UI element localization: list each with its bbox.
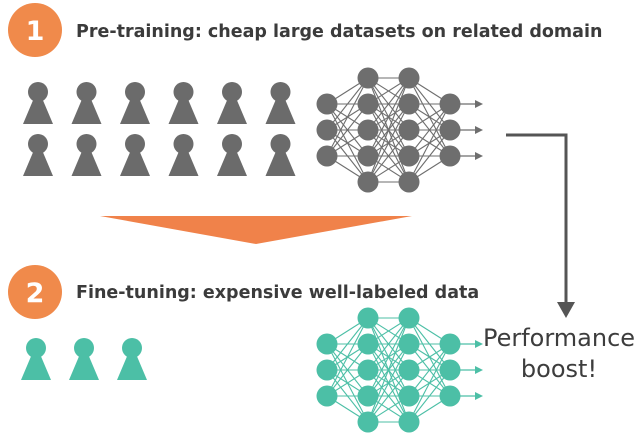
network-node bbox=[439, 359, 461, 381]
network-edge bbox=[408, 103, 451, 183]
step2-badge bbox=[8, 265, 62, 319]
network-node bbox=[398, 93, 420, 115]
network-node bbox=[316, 385, 338, 407]
network-edge bbox=[408, 369, 451, 423]
network-node bbox=[357, 145, 379, 167]
output-arrowhead bbox=[475, 340, 483, 348]
person-icon bbox=[71, 134, 102, 176]
network-edge bbox=[367, 317, 410, 397]
pretrain-network bbox=[316, 67, 483, 193]
person-icon bbox=[217, 134, 247, 176]
network-nodes bbox=[316, 307, 461, 433]
finetune-network bbox=[316, 307, 483, 433]
person-icon bbox=[120, 134, 150, 176]
network-edge bbox=[326, 317, 369, 371]
down-arrow-banner bbox=[100, 216, 412, 244]
step1-title: Pre-training: cheap large datasets on re… bbox=[76, 22, 602, 42]
network-edge bbox=[367, 103, 410, 183]
step1-number: 1 bbox=[26, 16, 45, 47]
step2-header: 2 Fine-tuning: expensive well-labeled da… bbox=[8, 265, 479, 319]
network-node bbox=[439, 333, 461, 355]
connector-line bbox=[506, 133, 568, 303]
network-node bbox=[357, 307, 379, 329]
output-arrowhead bbox=[475, 366, 483, 374]
network-node bbox=[398, 333, 420, 355]
network-node bbox=[439, 93, 461, 115]
result-label: Performance boost! bbox=[483, 324, 635, 383]
person-icon bbox=[168, 134, 199, 176]
network-node bbox=[357, 67, 379, 89]
network-node bbox=[357, 359, 379, 381]
person-icon bbox=[69, 338, 99, 380]
network-node bbox=[316, 145, 338, 167]
connector-arrowhead bbox=[557, 302, 575, 318]
network-node bbox=[357, 333, 379, 355]
network-node bbox=[398, 411, 420, 433]
person-icon bbox=[23, 82, 53, 124]
network-node bbox=[316, 333, 338, 355]
pretrain-people-group bbox=[23, 82, 296, 176]
network-edge bbox=[408, 103, 451, 157]
finetune-people-group bbox=[21, 338, 147, 380]
person-icon bbox=[120, 82, 150, 124]
network-node bbox=[398, 385, 420, 407]
network-node bbox=[316, 359, 338, 381]
network-edge bbox=[408, 343, 451, 397]
network-edge bbox=[367, 77, 410, 131]
network-node bbox=[398, 307, 420, 329]
result-line1: Performance bbox=[483, 324, 635, 352]
result-line2: boost! bbox=[521, 355, 597, 383]
network-node bbox=[439, 145, 461, 167]
network-node bbox=[357, 411, 379, 433]
step1-header: 1 Pre-training: cheap large datasets on … bbox=[8, 3, 602, 57]
step2-title: Fine-tuning: expensive well-labeled data bbox=[76, 283, 479, 303]
network-edge bbox=[408, 129, 451, 183]
network-edge bbox=[367, 77, 410, 183]
output-arrowhead bbox=[475, 100, 483, 108]
network-node bbox=[316, 93, 338, 115]
network-edge bbox=[326, 77, 369, 157]
network-edge bbox=[326, 343, 369, 397]
network-node bbox=[398, 67, 420, 89]
person-icon bbox=[71, 82, 102, 124]
network-edge bbox=[367, 343, 410, 423]
output-arrowhead bbox=[475, 152, 483, 160]
network-edge bbox=[367, 317, 410, 371]
network-edge bbox=[326, 77, 369, 131]
network-node bbox=[439, 385, 461, 407]
step2-number: 2 bbox=[26, 278, 45, 309]
step1-badge bbox=[8, 3, 62, 57]
network-edge bbox=[326, 317, 369, 397]
person-icon bbox=[21, 338, 51, 380]
network-node bbox=[439, 119, 461, 141]
connector-arrow bbox=[506, 133, 575, 318]
network-node bbox=[357, 119, 379, 141]
network-node bbox=[316, 119, 338, 141]
network-node bbox=[398, 145, 420, 167]
network-edge bbox=[367, 317, 410, 423]
network-node bbox=[357, 93, 379, 115]
person-icon bbox=[217, 82, 247, 124]
person-icon bbox=[168, 82, 199, 124]
person-icon bbox=[265, 82, 296, 124]
output-arrowhead bbox=[475, 126, 483, 134]
person-icon bbox=[23, 134, 53, 176]
network-node bbox=[357, 385, 379, 407]
network-edge bbox=[326, 103, 369, 157]
network-edge bbox=[367, 77, 410, 157]
person-icon bbox=[265, 134, 296, 176]
network-node bbox=[398, 359, 420, 381]
network-node bbox=[357, 171, 379, 193]
network-node bbox=[398, 171, 420, 193]
output-arrowhead bbox=[475, 392, 483, 400]
network-nodes bbox=[316, 67, 461, 193]
person-icon bbox=[117, 338, 147, 380]
network-edge bbox=[367, 369, 410, 423]
network-edge bbox=[408, 343, 451, 423]
network-node bbox=[398, 119, 420, 141]
network-edge bbox=[367, 129, 410, 183]
